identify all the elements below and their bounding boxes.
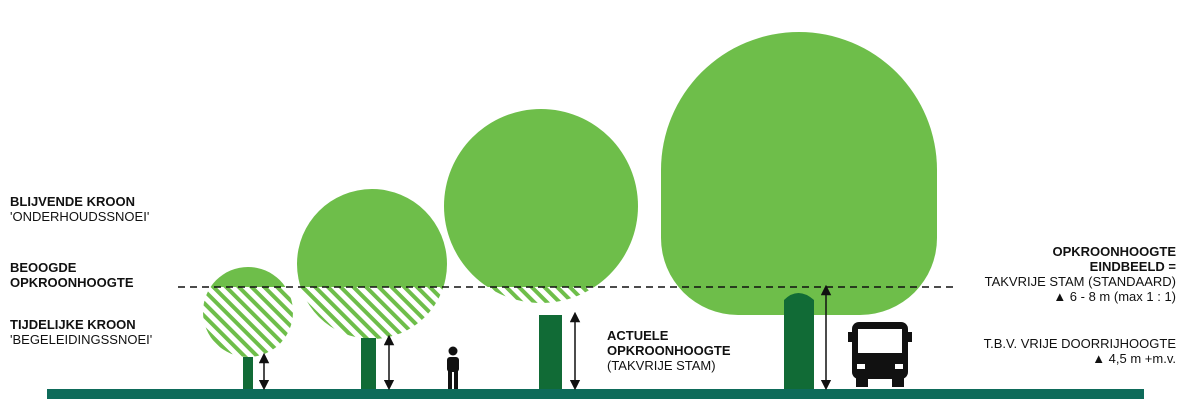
tree-1 xyxy=(203,267,293,389)
eind-sub1: TAKVRIJE STAM (STANDAARD) xyxy=(985,274,1176,289)
vrij-line2: ▲ 4,5 m +m.v. xyxy=(984,351,1176,366)
eind-sub2: ▲ 6 - 8 m (max 1 : 1) xyxy=(985,289,1176,304)
eind-line1: OPKROONHOOGTE xyxy=(985,244,1176,259)
bus-icon xyxy=(848,322,912,387)
actuele-label: ACTUELE OPKROONHOOGTE (TAKVRIJE STAM) xyxy=(607,328,731,373)
person-icon xyxy=(447,347,459,390)
tijdelijke-kroon-label: TIJDELIJKE KROON 'BEGELEIDINGSSNOEI' xyxy=(10,317,152,347)
actuele-line2: OPKROONHOOGTE xyxy=(607,343,731,358)
tijdelijke-sub: 'BEGELEIDINGSSNOEI' xyxy=(10,332,152,347)
beoogde-label: BEOOGDE OPKROONHOOGTE xyxy=(10,260,134,290)
eind-line2: EINDBEELD = xyxy=(985,259,1176,274)
eindbeeld-label: OPKROONHOOGTE EINDBEELD = TAKVRIJE STAM … xyxy=(985,244,1176,304)
blijvende-title: BLIJVENDE KROON xyxy=(10,194,149,209)
beoogde-line1: BEOOGDE xyxy=(10,260,134,275)
ground xyxy=(47,389,1144,399)
doorrijhoogte-label: T.B.V. VRIJE DOORRIJHOOGTE ▲ 4,5 m +m.v. xyxy=(984,336,1176,366)
vrij-line1: T.B.V. VRIJE DOORRIJHOOGTE xyxy=(984,336,1176,351)
beoogde-line2: OPKROONHOOGTE xyxy=(10,275,134,290)
actuele-line1: ACTUELE xyxy=(607,328,731,343)
tijdelijke-title: TIJDELIJKE KROON xyxy=(10,317,152,332)
tree-2 xyxy=(297,189,447,389)
blijvende-kroon-label: BLIJVENDE KROON 'ONDERHOUDSSNOEI' xyxy=(10,194,149,224)
blijvende-sub: 'ONDERHOUDSSNOEI' xyxy=(10,209,149,224)
actuele-sub: (TAKVRIJE STAM) xyxy=(607,358,731,373)
